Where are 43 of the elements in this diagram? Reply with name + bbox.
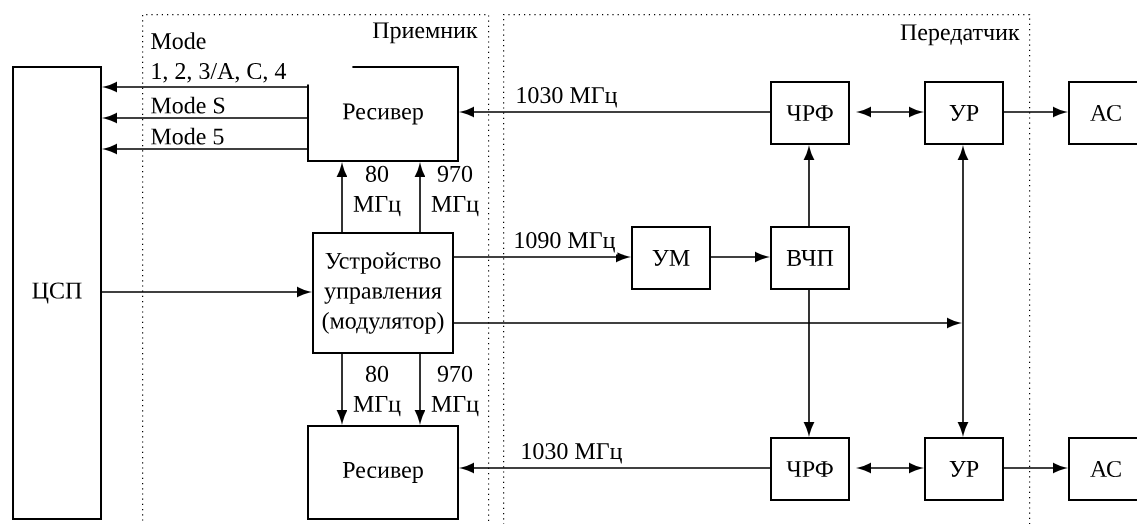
arrow bbox=[104, 113, 308, 123]
block-box: Ресивер bbox=[307, 425, 459, 520]
arrow bbox=[461, 463, 771, 473]
arrow bbox=[453, 318, 960, 328]
arrow bbox=[337, 164, 347, 233]
arrow bbox=[958, 147, 968, 435]
block-box: АС bbox=[1068, 81, 1137, 145]
edge-label: 80 МГц bbox=[347, 163, 407, 219]
group-heading: Передатчик bbox=[900, 24, 1020, 46]
arrow bbox=[804, 289, 814, 435]
block-box: ЧРФ bbox=[770, 437, 850, 501]
edge-label: 1030 МГц bbox=[513, 85, 620, 110]
arrow bbox=[858, 107, 922, 117]
edge-label: 970 МГц bbox=[425, 363, 485, 419]
edge-label: Mode S bbox=[148, 94, 228, 116]
block-box: ВЧП bbox=[770, 226, 850, 290]
block-box: АС bbox=[1068, 437, 1137, 501]
arrow bbox=[101, 287, 310, 297]
edge-label: Mode 1, 2, 3/A, C, 4 bbox=[148, 30, 353, 85]
arrow bbox=[1003, 107, 1066, 117]
arrow bbox=[804, 147, 814, 227]
edge-label: 1030 МГц bbox=[518, 441, 625, 466]
arrow bbox=[858, 463, 922, 473]
block-box: УР bbox=[924, 437, 1004, 501]
edge-label: 1090 МГц bbox=[511, 230, 618, 255]
arrow bbox=[337, 353, 347, 423]
arrow bbox=[104, 144, 308, 154]
edge-label: 80 МГц bbox=[347, 363, 407, 419]
group-heading: Приемник bbox=[372, 22, 478, 44]
arrow bbox=[104, 82, 308, 92]
arrow bbox=[1003, 463, 1066, 473]
arrow bbox=[710, 252, 768, 262]
block-box: ЦСП bbox=[12, 66, 102, 520]
arrow bbox=[453, 252, 629, 262]
block-box: УМ bbox=[631, 226, 711, 290]
edge-label: 970 МГц bbox=[425, 163, 485, 219]
arrow bbox=[461, 107, 771, 117]
block-box: ЧРФ bbox=[770, 81, 850, 145]
arrow bbox=[415, 164, 425, 233]
arrow bbox=[415, 353, 425, 423]
edge-label: Mode 5 bbox=[148, 125, 227, 147]
block-box: Устройство управления (модулятор) bbox=[312, 232, 454, 354]
block-box: УР bbox=[924, 81, 1004, 145]
